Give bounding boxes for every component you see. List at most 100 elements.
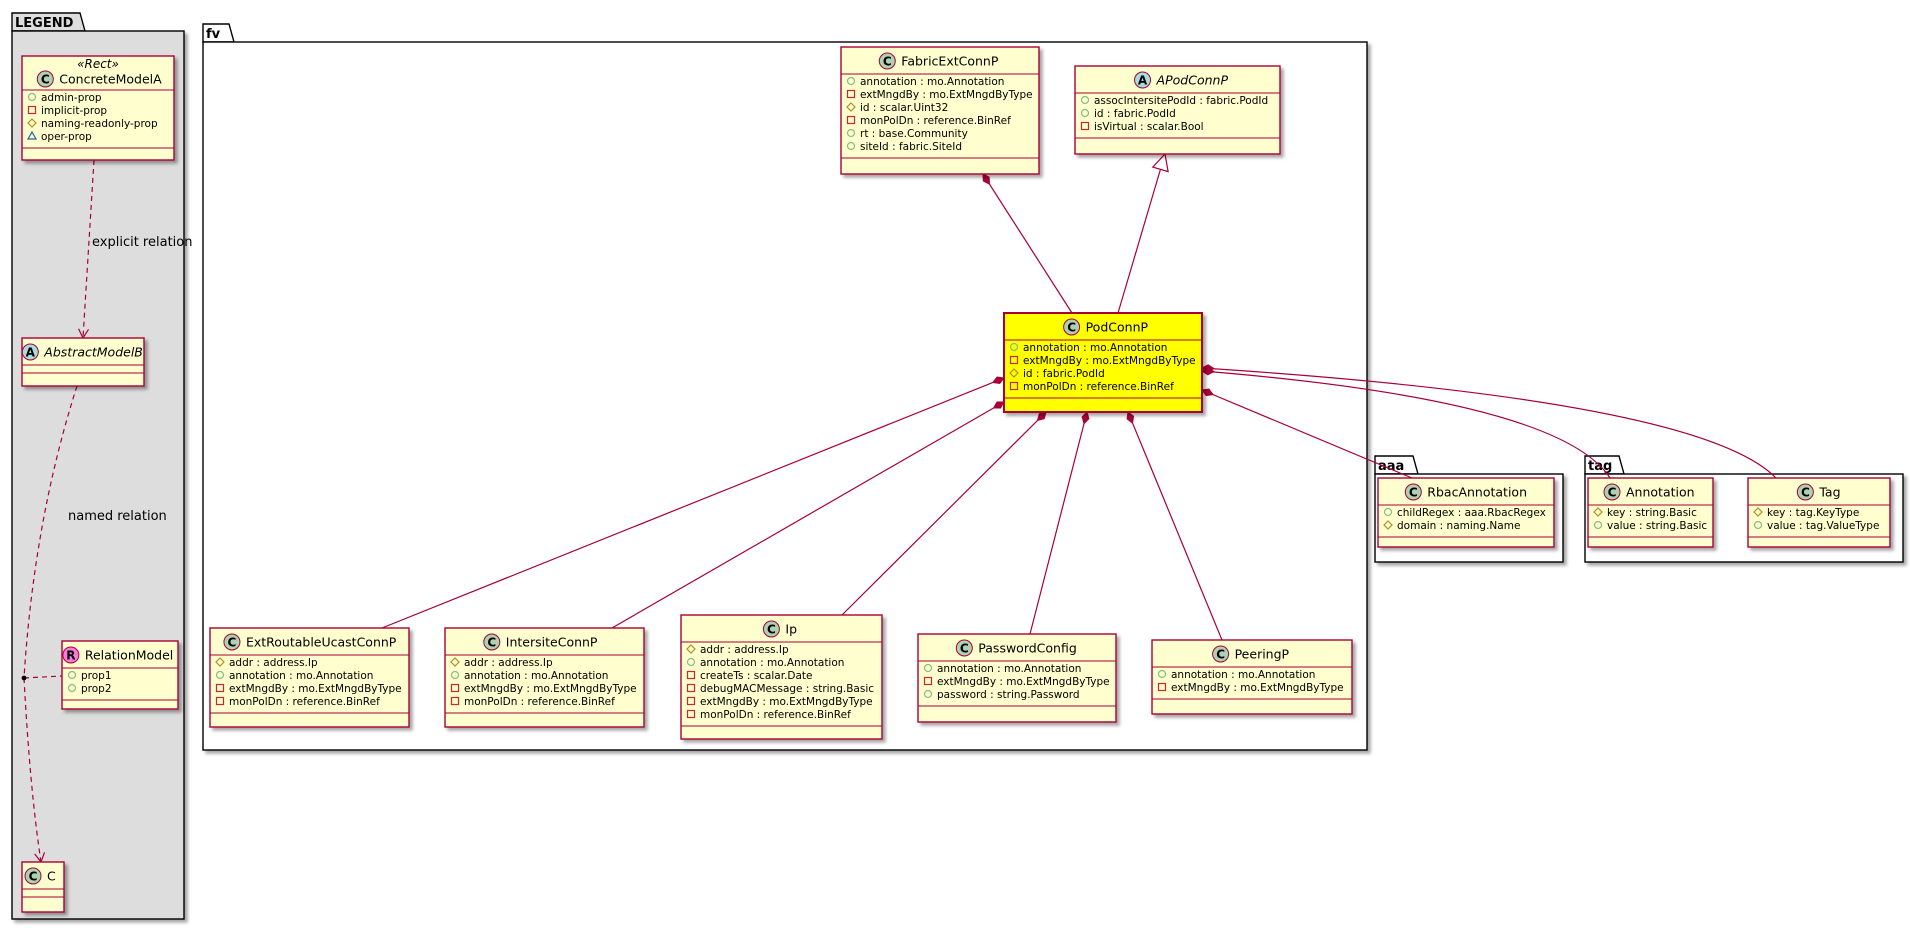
attribute-text: naming-readonly-prop	[41, 118, 158, 130]
attribute-text: monPolDn : reference.BinRef	[1023, 381, 1174, 393]
attribute-text: password : string.Password	[937, 689, 1080, 701]
attribute-row: oper-prop	[26, 130, 92, 143]
class-kind-letter: A	[1138, 74, 1148, 88]
public-visibility-icon	[923, 689, 933, 699]
attribute-text: monPolDn : reference.BinRef	[860, 115, 1011, 127]
attribute-row: implicit-prop	[27, 105, 107, 117]
attribute-row: id : scalar.Uint32	[846, 102, 948, 114]
attribute-text: annotation : mo.Annotation	[1171, 669, 1315, 681]
attribute-text: value : tag.ValueType	[1767, 520, 1879, 532]
protected-visibility-icon	[1593, 507, 1603, 517]
attribute-row: domain : naming.Name	[1383, 520, 1520, 532]
class-name: Ip	[785, 622, 797, 637]
class-kind-letter: C	[29, 870, 38, 884]
public-visibility-icon	[1593, 520, 1603, 530]
attribute-text: domain : naming.Name	[1397, 520, 1520, 532]
class-name: PasswordConfig	[978, 641, 1077, 656]
class-intersite-conn-p[interactable]: C IntersiteConnP addr : address.Ipannotati…	[444, 627, 645, 728]
class-kind-c-icon: C	[955, 639, 973, 657]
attribute-row: id : fabric.PodId	[1009, 368, 1105, 380]
attribute-row: addr : address.Ip	[450, 657, 553, 669]
package-fv-label: fv	[206, 27, 221, 42]
public-visibility-icon	[1080, 108, 1090, 118]
class-kind-letter: C	[767, 623, 776, 637]
attribute-row: annotation : mo.Annotation	[450, 670, 608, 682]
edge-composition-podconnp-tag	[1201, 364, 1777, 479]
public-visibility-icon	[1009, 342, 1019, 352]
attribute-text: monPolDn : reference.BinRef	[464, 696, 615, 708]
attribute-text: annotation : mo.Annotation	[860, 76, 1004, 88]
edge-inheritance-podconnp-apodconnp	[1117, 152, 1169, 314]
class-name: ConcreteModelA	[59, 72, 162, 87]
class-name: PeeringP	[1235, 647, 1290, 662]
protected-visibility-icon	[215, 657, 225, 667]
attribute-row: naming-readonly-prop	[27, 118, 158, 130]
attribute-text: extMngdBy : mo.ExtMngdByType	[937, 676, 1110, 688]
class-kind-c-icon: C	[1796, 483, 1814, 501]
class-kind-c-icon: C	[36, 70, 54, 88]
class-kind-c-icon: C	[1603, 483, 1621, 501]
class-kind-c-icon: C	[1212, 645, 1230, 663]
class-name: AbstractModelB	[43, 345, 143, 360]
attribute-row: monPolDn : reference.BinRef	[846, 115, 1011, 127]
class-name: IntersiteConnP	[506, 635, 598, 650]
class-kind-letter: C	[228, 636, 237, 650]
attribute-row: extMngdBy : mo.ExtMngdByType	[686, 696, 873, 708]
public-visibility-icon	[1157, 669, 1167, 679]
public-visibility-icon	[450, 670, 460, 680]
class-kind-r-icon: R	[62, 646, 80, 664]
package-aaa-label: aaa	[1378, 459, 1404, 474]
private-visibility-icon	[215, 683, 225, 693]
attribute-text: prop2	[81, 683, 112, 695]
class-name: APodConnP	[1156, 73, 1229, 88]
attribute-row: extMngdBy : mo.ExtMngdByType	[846, 89, 1033, 101]
class-kind-c-icon: C	[223, 633, 241, 651]
public-visibility-icon	[846, 141, 856, 151]
attribute-row: siteId : fabric.SiteId	[846, 141, 962, 153]
private-visibility-icon	[27, 105, 37, 115]
attribute-text: monPolDn : reference.BinRef	[229, 696, 380, 708]
protected-visibility-icon	[1753, 507, 1763, 517]
class-name: FabricExtConnP	[901, 54, 999, 69]
attribute-text: addr : address.Ip	[464, 657, 553, 669]
attribute-text: extMngdBy : mo.ExtMngdByType	[700, 696, 873, 708]
private-visibility-icon	[1157, 682, 1167, 692]
edge-composition-podconnp-peeringp	[1126, 411, 1223, 641]
attribute-row: assocIntersitePodId : fabric.PodId	[1080, 95, 1268, 107]
attribute-text: addr : address.Ip	[700, 644, 789, 656]
private-visibility-icon	[846, 89, 856, 99]
named-relation-label: named relation	[68, 509, 167, 524]
attribute-text: implicit-prop	[41, 105, 107, 117]
attribute-text: oper-prop	[41, 131, 92, 143]
public-visibility-icon	[686, 657, 696, 667]
private-visibility-icon	[215, 696, 225, 706]
class-name: ExtRoutableUcastConnP	[246, 635, 397, 650]
edge-named-relation: named relation	[21, 385, 167, 864]
attribute-row: annotation : mo.Annotation	[846, 76, 1004, 88]
package-legend: LEGEND	[11, 12, 185, 920]
attribute-row: debugMACMessage : string.Basic	[686, 683, 874, 695]
public-visibility-icon	[215, 670, 225, 680]
class-kind-letter: C	[1608, 486, 1617, 500]
class-kind-letter: C	[1067, 321, 1076, 335]
class-kind-a-icon: A	[1134, 71, 1152, 89]
class-a-pod-conn-p[interactable]: A APodConnP assocIntersitePodId : fabric.P…	[1074, 65, 1281, 155]
attribute-text: assocIntersitePodId : fabric.PodId	[1094, 95, 1268, 107]
class-kind-letter: C	[487, 636, 496, 650]
protected-visibility-icon	[1009, 368, 1019, 378]
edge-composition-podconnp-extroutableucastconnp	[381, 376, 1005, 629]
class-kind-c-icon: C	[762, 620, 780, 638]
